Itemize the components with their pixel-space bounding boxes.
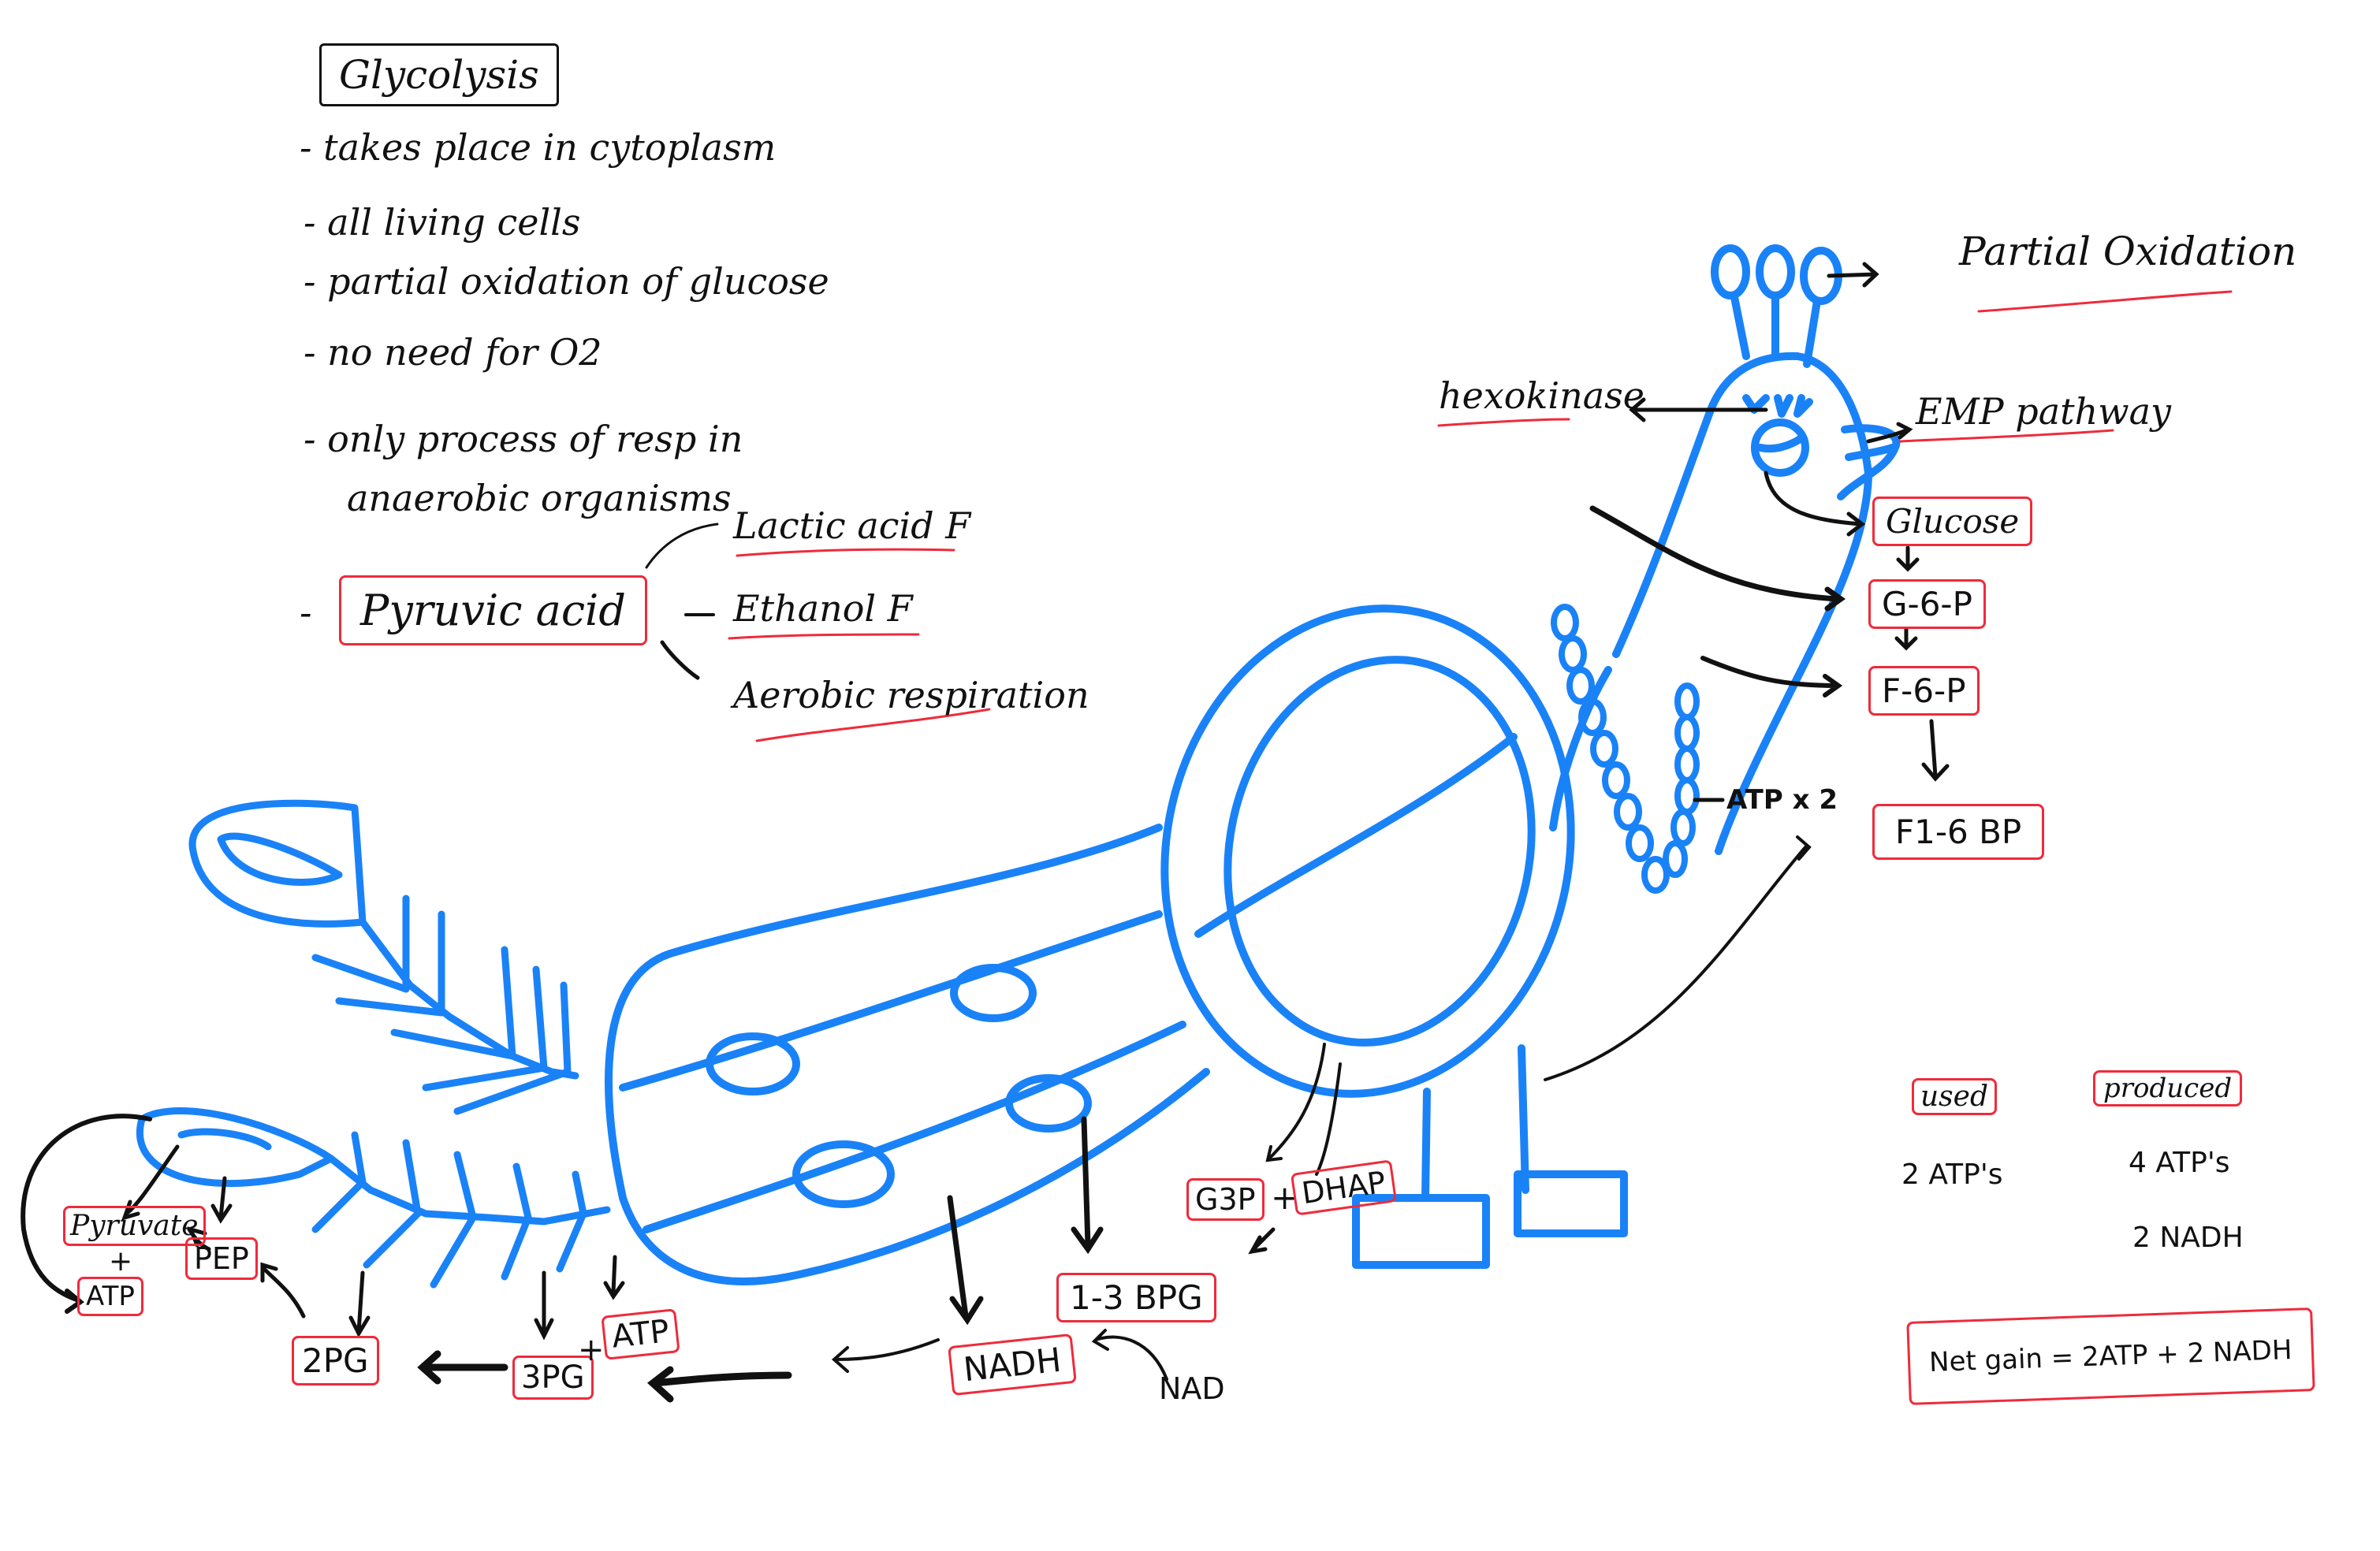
step-f6p: F-6-P: [1868, 666, 1980, 716]
pyruvic-dash: -: [300, 591, 312, 634]
note-bullet: - all living cells: [304, 201, 581, 244]
label-emp-pathway: EMP pathway: [1916, 390, 2172, 433]
label-hexokinase: hexokinase: [1439, 374, 1644, 417]
foot-right: [1514, 1170, 1628, 1237]
step-atp-final: ATP: [77, 1277, 143, 1316]
step-pep: PEP: [185, 1237, 258, 1280]
produced-item: 4 ATP's: [2129, 1147, 2230, 1179]
leg-left: [1421, 1088, 1431, 1202]
beak-icon: [1837, 424, 1901, 500]
step-pyruvate: Pyruvate: [63, 1206, 206, 1246]
step-3pg: 3PG: [512, 1356, 594, 1400]
tail-outline: [605, 824, 1210, 1285]
label-atp-x2: ATP x 2: [1726, 784, 1838, 816]
leg-right: [1518, 1044, 1529, 1194]
necklace-icon: [1551, 604, 1700, 894]
produced-item: 2 NADH: [2132, 1222, 2244, 1254]
produced-header: produced: [2093, 1070, 2243, 1107]
note-bullet: anaerobic organisms: [347, 477, 732, 519]
branch-lactic-acid: Lactic acid F: [733, 504, 971, 547]
used-item: 2 ATP's: [1901, 1159, 2003, 1191]
foot-left: [1352, 1194, 1490, 1269]
step-atp: ATP: [601, 1308, 680, 1360]
pyruvic-acid-box: Pyruvic acid: [339, 575, 647, 645]
note-bullet: - no need for O2: [304, 331, 602, 374]
red-underlines: [728, 290, 2233, 742]
plus-sign: +: [1271, 1178, 1299, 1217]
step-g3p: G3P: [1186, 1178, 1264, 1221]
body-outer: [1160, 604, 1575, 1098]
step-glucose: Glucose: [1872, 497, 2033, 546]
note-bullet: - partial oxidation of glucose: [304, 260, 829, 303]
page-title: Glycolysis: [319, 43, 559, 106]
label-nad: NAD: [1159, 1371, 1225, 1406]
note-bullet: - only process of resp in: [304, 418, 743, 460]
body-inner: [1224, 656, 1536, 1047]
peacock-illustration: [136, 244, 1901, 1289]
step-f16bp: F1-6 BP: [1872, 804, 2045, 860]
step-2pg: 2PG: [292, 1336, 379, 1385]
head-neck-outline: [1612, 351, 1872, 855]
label-partial-oxidation: Partial Oxidation: [1959, 229, 2297, 274]
branch-ethanol: Ethanol F: [733, 587, 913, 630]
used-header: used: [1912, 1078, 1998, 1115]
feather-upper: [188, 799, 579, 1115]
eye-icon: [1751, 418, 1809, 477]
note-bullet: - takes place in cytoplasm: [300, 126, 777, 169]
pathway-arrows: [20, 262, 1950, 1403]
net-gain-box: Net gain = 2ATP + 2 NADH: [1906, 1307, 2315, 1405]
crest-icon: [1711, 244, 1842, 368]
plus-sign: +: [578, 1332, 605, 1368]
plus-sign: +: [109, 1245, 133, 1278]
branch-aerobic-respiration: Aerobic respiration: [733, 674, 1089, 716]
step-1-3-bpg: 1-3 BPG: [1056, 1273, 1216, 1322]
step-g6p: G-6-P: [1868, 579, 1986, 629]
